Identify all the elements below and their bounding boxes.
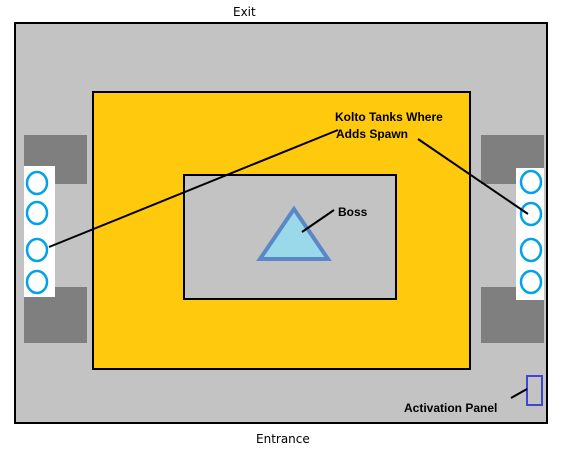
kolto-tank-icon [25, 170, 49, 196]
kolto-label-line2: Adds Spawn [336, 127, 408, 141]
boss-triangle-icon [256, 205, 332, 261]
activation-panel-label: Activation Panel [404, 401, 497, 415]
kolto-tank-icon [25, 269, 49, 295]
panel-pointer-line [510, 388, 528, 399]
entrance-label: Entrance [256, 432, 310, 446]
kolto-label-line1: Kolto Tanks Where [335, 110, 443, 124]
pillar-right-bottom [481, 287, 544, 343]
kolto-tank-icon [519, 169, 543, 195]
kolto-tank-icon [519, 237, 543, 263]
activation-panel-icon [526, 375, 543, 406]
kolto-pointer-line-left [48, 129, 339, 248]
kolto-tank-icon [519, 201, 543, 227]
kolto-tank-icon [519, 269, 543, 295]
pillar-right-top [481, 135, 544, 184]
pillar-left-bottom [24, 287, 87, 343]
exit-label: Exit [233, 5, 256, 19]
pillar-left-top [24, 135, 87, 184]
kolto-tank-icon [25, 237, 49, 263]
boss-label: Boss [338, 205, 368, 219]
kolto-pointer-line-right [417, 138, 529, 215]
kolto-tank-icon [25, 200, 49, 226]
boss-pointer-line [301, 209, 335, 233]
